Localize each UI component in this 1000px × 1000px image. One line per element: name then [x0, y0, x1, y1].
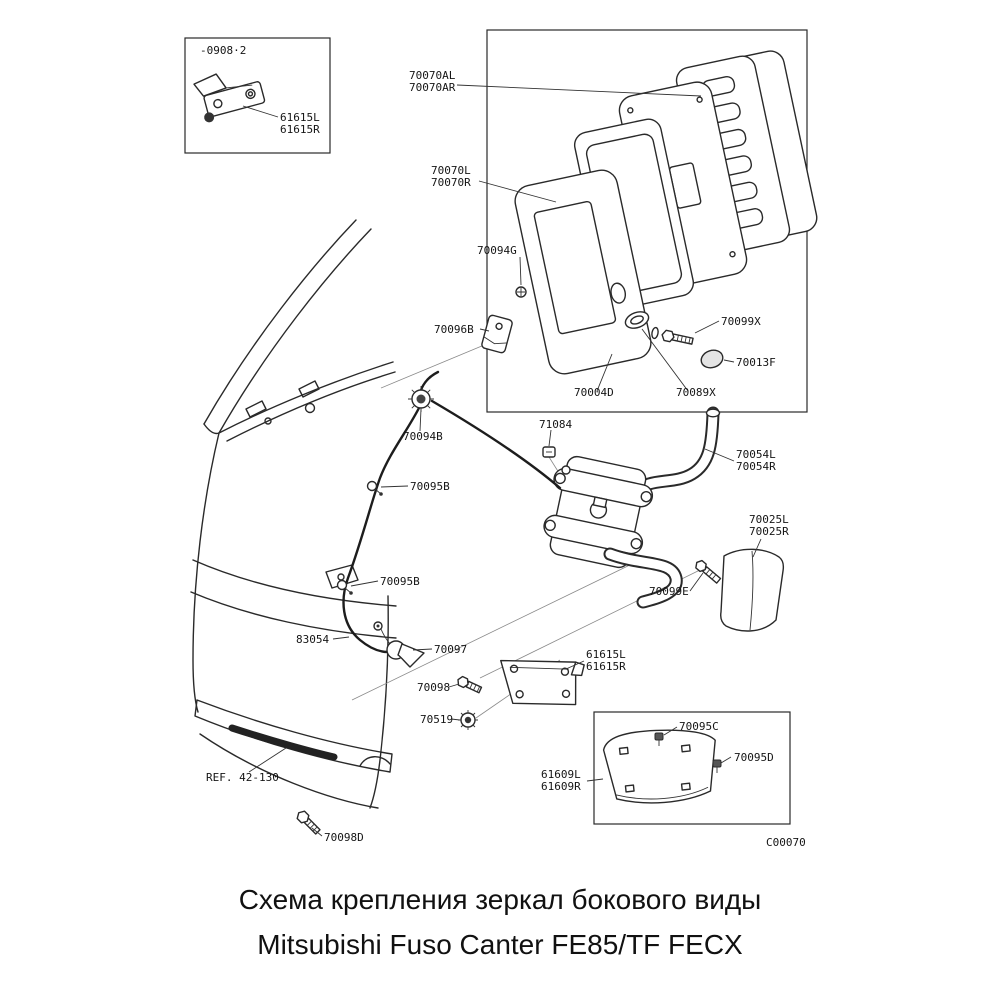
part-label-70096B: 70096B: [434, 323, 474, 336]
lower-mirror-glass: [602, 729, 716, 804]
bolt-70098D: [296, 810, 321, 835]
washer-70099X: [651, 326, 659, 340]
clip-70095D: [712, 759, 722, 773]
part-label-61615R-inset: 61615R: [280, 123, 320, 136]
bolt-70099X: [661, 329, 694, 345]
exploded-parts-diagram: -0908·2 61615L 61615R 70070AL 70070AR 70…: [184, 29, 818, 849]
part-label-70095B-upper: 70095B: [410, 480, 450, 493]
grommet-70094B: [408, 386, 434, 412]
nut-70519: [458, 710, 478, 730]
part-label-61615L-inset: 61615L: [280, 111, 320, 124]
inset-box-0908: [184, 37, 331, 154]
screw-70094G: [515, 286, 527, 298]
part-label-61615R-mid: 61615R: [586, 660, 626, 673]
clip-70095B-lower: [336, 579, 353, 595]
part-label-83054: 83054: [296, 633, 329, 646]
part-label-61615L-mid: 61615L: [586, 648, 626, 661]
diagram-code-label: C00070: [766, 836, 806, 849]
arm-cover-70025: [720, 548, 785, 632]
clip-71084: [542, 446, 556, 458]
part-label-70013F: 70013F: [736, 356, 776, 369]
part-label-70098: 70098: [417, 681, 450, 694]
inset-note-label: -0908·2: [200, 44, 246, 57]
mirror-head-box: [481, 29, 818, 413]
page-subtitle: Mitsubishi Fuso Canter FE85/TF FECX: [257, 929, 743, 960]
part-label-70095C: 70095C: [679, 720, 719, 733]
clip-70095B-upper: [366, 480, 383, 496]
arm-screw: [561, 465, 571, 475]
truck-cab-outline: [190, 219, 397, 809]
part-label-70099X: 70099X: [721, 315, 761, 328]
part-label-70095D: 70095D: [734, 751, 774, 764]
part-label-70054R: 70054R: [736, 460, 776, 473]
part-label-70098D: 70098D: [324, 831, 364, 844]
page-title: Схема крепления зеркал бокового виды: [238, 884, 762, 915]
mirror-arm-assembly: [542, 406, 721, 609]
part-label-70025L: 70025L: [749, 513, 789, 526]
part-label-70097: 70097: [434, 643, 467, 656]
part-labels: -0908·2 61615L 61615R 70070AL 70070AR 70…: [200, 44, 806, 849]
part-label-61609L: 61609L: [541, 768, 581, 781]
wire-harness-83054: [336, 370, 562, 668]
grille-slot: [228, 724, 338, 761]
part-label-70094B: 70094B: [403, 430, 443, 443]
part-label-70004D: 70004D: [574, 386, 614, 399]
bolt-70098: [457, 675, 483, 694]
glass-box-61609: [593, 711, 791, 825]
part-label-71084: 71084: [539, 418, 572, 431]
part-label-61609R: 61609R: [541, 780, 581, 793]
inset-screw: [204, 112, 215, 123]
part-label-70054L: 70054L: [736, 448, 776, 461]
part-label-70089X: 70089X: [676, 386, 716, 399]
part-label-70099E: 70099E: [649, 585, 689, 598]
bracket-70096B: [481, 314, 513, 354]
part-label-70070R: 70070R: [431, 176, 471, 189]
door-bracket-61615: [500, 659, 585, 706]
cap-70013F: [700, 349, 724, 369]
part-label-70070L: 70070L: [431, 164, 471, 177]
gasket-70089X: [624, 311, 650, 329]
ref-note-label: REF. 42-130: [206, 771, 279, 784]
glass-box-frame: [593, 711, 791, 825]
part-label-70070AL: 70070AL: [409, 69, 456, 82]
part-label-70095B-lower: 70095B: [380, 575, 420, 588]
arm-clamp-bracket: [543, 455, 654, 569]
mirror-bracket-inset-drawing: [193, 73, 266, 123]
mirror-glass: [514, 169, 652, 375]
part-label-70094G: 70094G: [477, 244, 517, 257]
part-label-70025R: 70025R: [749, 525, 789, 538]
bolt-70099E: [695, 559, 722, 584]
part-label-70070AR: 70070AR: [409, 81, 456, 94]
inset-box-frame: [184, 37, 331, 154]
arm-tube-open-end: [705, 408, 721, 418]
part-label-70519: 70519: [420, 713, 453, 726]
clip-70095C: [654, 732, 664, 746]
horn-70097: [373, 621, 425, 668]
leader-lines: [242, 84, 762, 837]
exploded-axis-lines: [351, 342, 705, 719]
